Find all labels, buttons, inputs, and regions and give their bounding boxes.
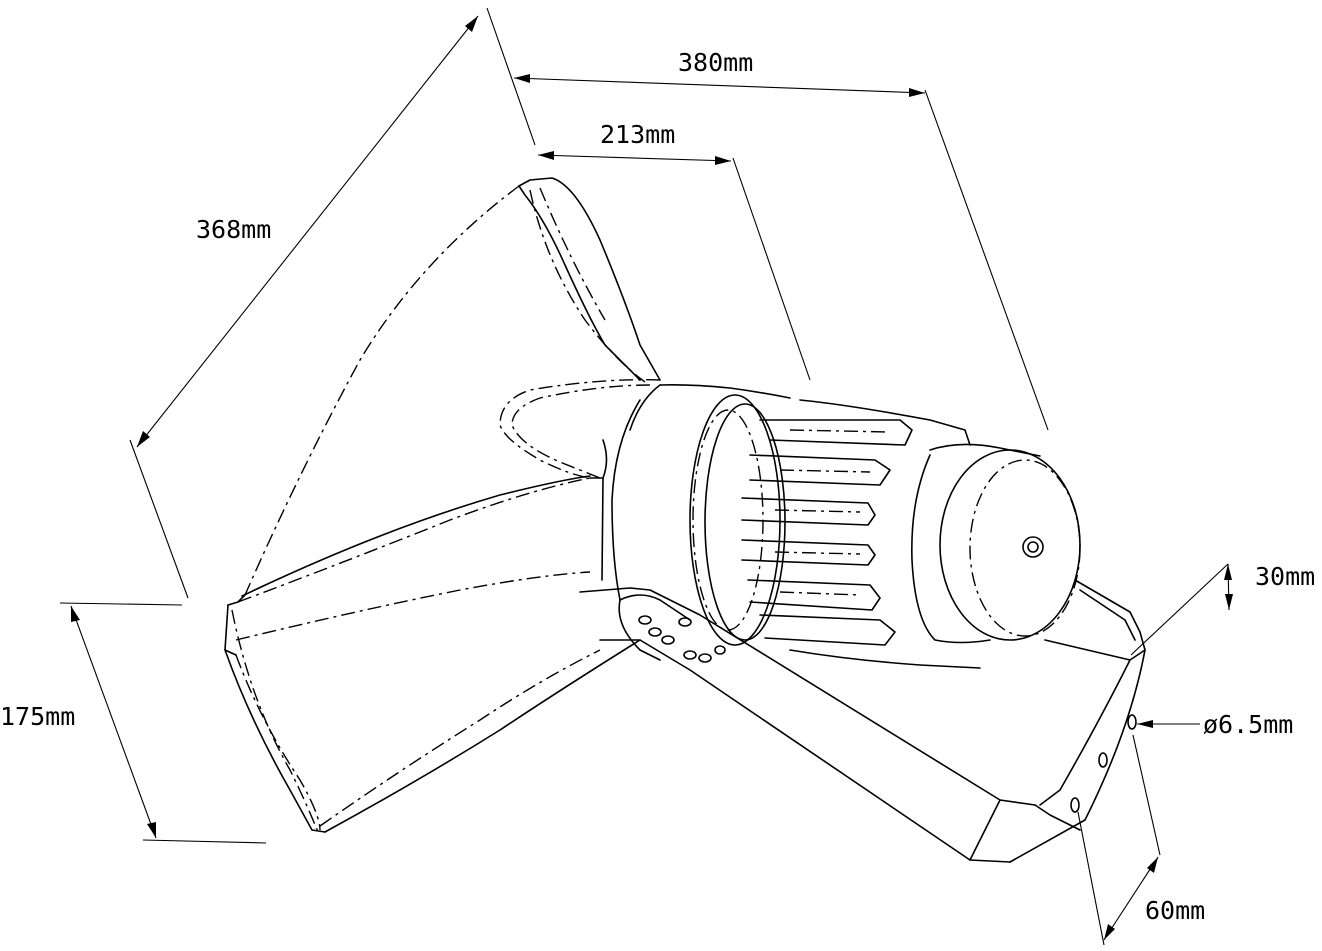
label-213mm: 213mm <box>600 120 676 149</box>
horn-body <box>224 177 661 833</box>
dimension-380mm <box>486 7 1049 431</box>
label-30mm: 30mm <box>1255 562 1316 591</box>
dimension-30mm <box>1130 563 1233 656</box>
label-hole-diameter: ø6.5mm <box>1203 710 1294 739</box>
dimension-368mm <box>129 15 479 599</box>
label-60mm: 60mm <box>1145 896 1206 925</box>
label-380mm: 380mm <box>678 48 754 77</box>
dimension-175mm <box>59 602 267 844</box>
dimension-213mm <box>537 151 811 381</box>
label-368mm: 368mm <box>196 215 272 244</box>
label-175mm: 175mm <box>0 702 76 731</box>
driver-housing <box>601 384 1081 669</box>
dimension-hole-leader <box>1137 720 1200 728</box>
dimension-60mm <box>1077 734 1161 946</box>
mounting-bracket <box>579 579 1146 863</box>
